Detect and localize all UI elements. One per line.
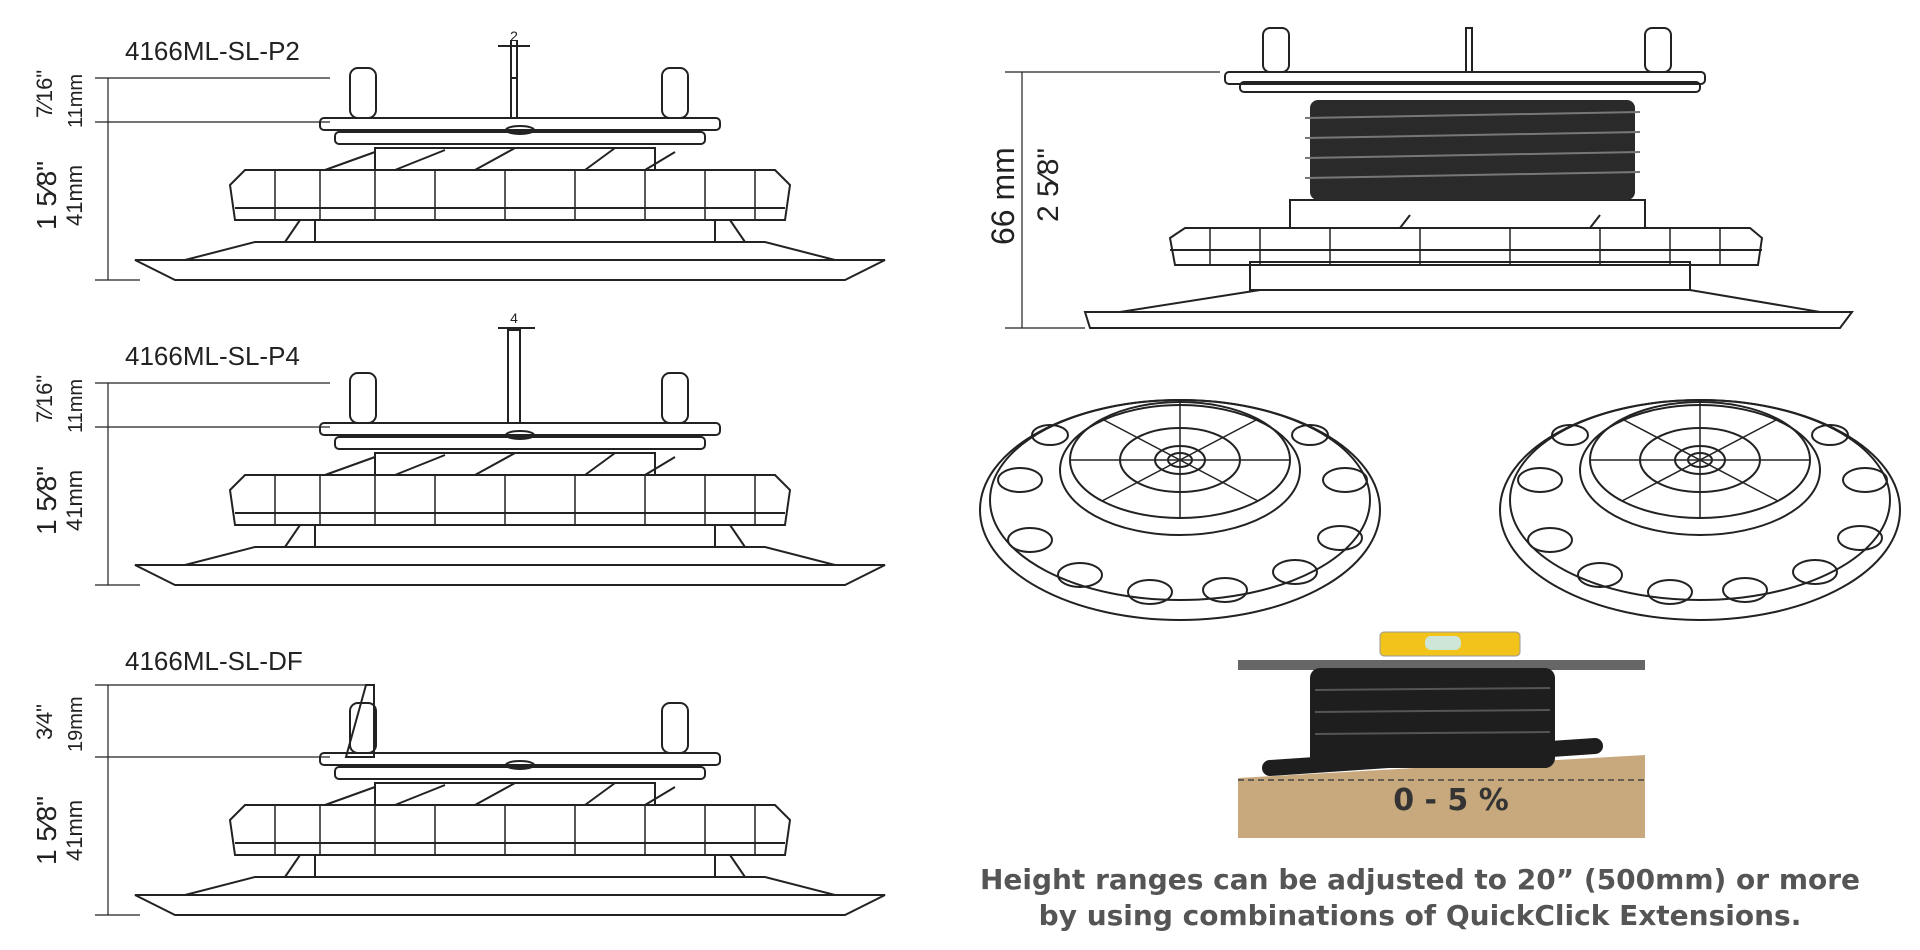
slope-illustration: 0 - 5 % bbox=[1238, 631, 1645, 838]
panel-p4: 4166ML-SL-P4 4 7⁄16" 11mm 1 5⁄8" 41mm bbox=[31, 310, 886, 586]
panel-df: 4166ML-SL-DF 3⁄4" 19mm 1 5⁄8" 41mm bbox=[31, 646, 886, 916]
tab-width-label: 2 bbox=[510, 28, 518, 44]
panel-title: 4166ML-SL-P4 bbox=[125, 341, 300, 371]
dimension-lines bbox=[95, 684, 375, 916]
panel-p2: 4166ML-SL-P2 2 7⁄16" 11mm 1 5⁄8" 41mm bbox=[31, 28, 886, 281]
dimension-lines bbox=[1005, 71, 1220, 329]
pedestal-silhouette bbox=[1310, 668, 1555, 768]
top-dim-mm: 11mm bbox=[65, 74, 87, 128]
panel-title: 4166ML-SL-DF bbox=[125, 646, 303, 676]
main-dim-inch: 1 5⁄8" bbox=[31, 161, 62, 230]
pedestal-perspective-right bbox=[1499, 399, 1901, 621]
dimension-lines bbox=[95, 382, 330, 586]
sloped-ground bbox=[1238, 755, 1645, 838]
main-dim-mm: 41mm bbox=[62, 470, 87, 531]
tab-width-label: 4 bbox=[510, 310, 518, 326]
threaded-spindle bbox=[1304, 100, 1641, 200]
top-dim-inch: 7⁄16" bbox=[32, 70, 57, 118]
top-dim-mm: 11mm bbox=[65, 379, 87, 433]
height-inch-label: 2 5⁄8" bbox=[1032, 148, 1065, 222]
main-dim-mm: 41mm bbox=[62, 800, 87, 861]
top-dim-inch: 3⁄4" bbox=[32, 704, 57, 740]
spacer-tab bbox=[498, 327, 535, 424]
caption-line-1: Height ranges can be adjusted to 20” (50… bbox=[980, 863, 1860, 896]
top-dim-mm: 19mm bbox=[65, 696, 87, 752]
adjustable-pedestal-side: 66 mm 2 5⁄8" bbox=[985, 27, 1854, 329]
pedestal-side-view bbox=[134, 372, 886, 586]
panel-title: 4166ML-SL-P2 bbox=[125, 36, 300, 66]
main-dim-mm: 41mm bbox=[62, 165, 87, 226]
pedestal-side-view bbox=[134, 702, 886, 916]
main-dim-inch: 1 5⁄8" bbox=[31, 796, 62, 865]
slope-label: 0 - 5 % bbox=[1393, 783, 1509, 818]
height-mm-label: 66 mm bbox=[985, 147, 1021, 245]
caption-line-2: by using combinations of QuickClick Exte… bbox=[1039, 899, 1802, 932]
dimension-lines bbox=[95, 77, 330, 281]
top-dim-inch: 7⁄16" bbox=[32, 375, 57, 423]
main-dim-inch: 1 5⁄8" bbox=[31, 466, 62, 535]
pedestal-perspective-left bbox=[979, 399, 1381, 621]
spacer-tab bbox=[498, 40, 530, 119]
